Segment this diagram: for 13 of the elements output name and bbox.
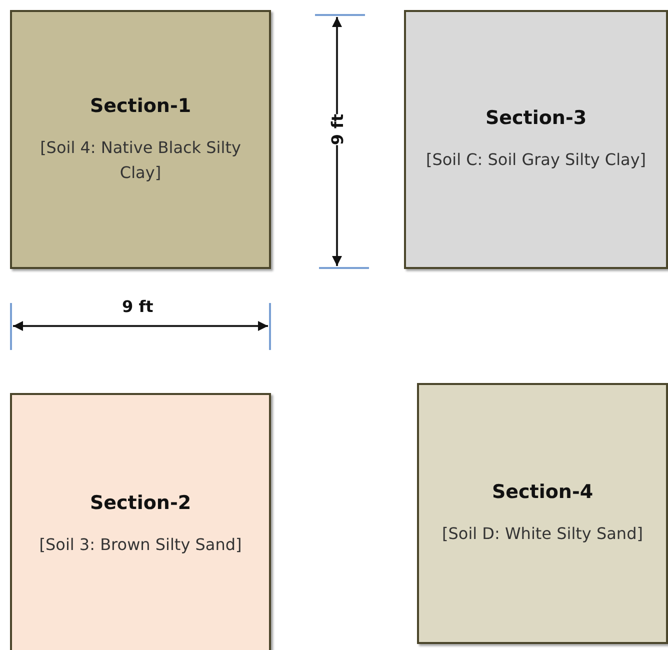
soil-description: [Soil 3: Brown Silty Sand] — [39, 534, 242, 556]
section-title: Section-3 — [485, 107, 587, 129]
section-title: Section-4 — [492, 481, 594, 503]
section-title: Section-2 — [90, 492, 192, 514]
section-box — [10, 10, 271, 269]
soil-description: [Soil D: White Silty Sand] — [442, 523, 643, 545]
section-title: Section-1 — [90, 94, 192, 116]
soil-description: [Soil C: Soil Gray Silty Clay] — [426, 149, 646, 171]
dimension-label: 9 ft — [122, 297, 154, 316]
section-box — [417, 383, 668, 644]
soil-description: [Soil 4: Native Black Silty Clay] — [39, 136, 242, 184]
section-box — [10, 393, 271, 650]
section-box — [404, 10, 668, 269]
